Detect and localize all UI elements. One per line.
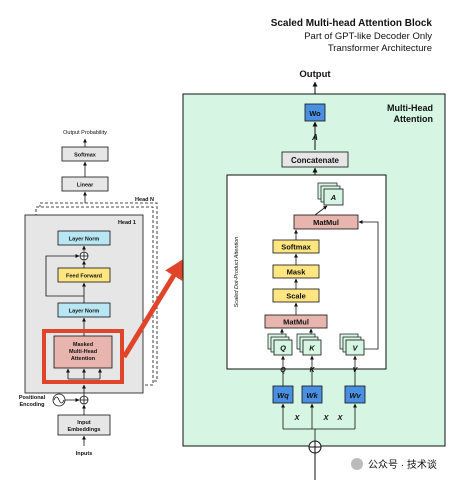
matmul-top-label: MatMul (313, 218, 339, 227)
input-embeddings-label-2: Embeddings (67, 427, 100, 433)
scale-box (272, 288, 320, 303)
wk-box (301, 385, 323, 404)
diagram-subtitle-2: Transformer Architecture (328, 43, 432, 54)
watermark-text: 公众号 · 技术谈 (368, 458, 437, 471)
a-box (323, 188, 344, 206)
wv-box (344, 385, 366, 404)
feed-forward-box (57, 267, 111, 283)
left-linear-box (61, 176, 109, 192)
wv-label: Wv (349, 391, 361, 400)
mask-label: Mask (287, 268, 307, 277)
q-box-label: Q (280, 344, 286, 353)
concatenate-box (281, 151, 349, 168)
input-embeddings-box (57, 414, 111, 436)
k-box (302, 339, 322, 356)
multihead-label-1: Multi-Head (387, 103, 433, 113)
wq-box (272, 385, 294, 404)
positional-label-1: Positional (19, 395, 46, 401)
masked-label-3: Attention (71, 356, 96, 362)
mask-box (272, 264, 320, 279)
v-box-label: V (352, 344, 358, 353)
output-probability-label: Output Probability (63, 130, 107, 136)
matmul-bottom-box (264, 314, 328, 329)
wechat-logo-icon (351, 458, 363, 470)
wq-label: Wq (277, 391, 289, 400)
positional-label-2: Encoding (19, 402, 44, 408)
q-box (273, 339, 293, 356)
wo-box (304, 103, 326, 122)
sdpa-softmax-label: Softmax (281, 243, 311, 252)
sdpa-softmax-box (272, 239, 320, 254)
a-output-label: A (311, 133, 318, 142)
masked-attention-box (53, 335, 113, 369)
x-label-1: X (293, 413, 300, 422)
layer-norm-bottom-label: Layer Norm (69, 309, 100, 315)
left-linear-label: Linear (77, 183, 94, 189)
input-embeddings-label-1: Input (77, 420, 91, 426)
x-label-2: X (322, 413, 329, 422)
wo-label: Wo (309, 109, 321, 118)
output-label: Output (299, 69, 331, 80)
k-box-label: K (309, 344, 315, 353)
masked-label-2: Multi-Head (69, 349, 97, 355)
layer-norm-bottom-box (57, 302, 111, 318)
x-label-3: X (336, 413, 343, 422)
layer-norm-top-label: Layer Norm (69, 237, 100, 243)
v-box (345, 339, 365, 356)
matmul-top-box (293, 214, 359, 230)
left-softmax-box (61, 146, 109, 162)
head-n-label: Head N (135, 197, 154, 203)
inputs-label: Inputs (76, 451, 93, 457)
sdpa-label: Scaled Dot-Product Attention (234, 237, 240, 308)
layer-norm-top-box (57, 230, 111, 246)
scale-label: Scale (286, 292, 306, 301)
zoom-arrow (121, 258, 185, 359)
matmul-bottom-label: MatMul (283, 318, 309, 327)
wk-label: Wk (306, 391, 318, 400)
masked-label-1: Masked (73, 342, 93, 348)
head-1-label: Head 1 (118, 220, 136, 226)
q-arrow-label: Q (280, 367, 286, 374)
diagram-subtitle-1: Part of GPT-like Decoder Only (304, 31, 432, 42)
k-arrow-label: K (309, 367, 315, 374)
v-arrow-label: V (353, 367, 359, 374)
multihead-label-2: Attention (394, 114, 434, 124)
feed-forward-label: Feed Forward (66, 274, 102, 280)
concatenate-label: Concatenate (291, 156, 340, 165)
a-box-label: A (330, 193, 336, 202)
diagram-title: Scaled Multi-head Attention Block (271, 18, 433, 29)
left-softmax-label: Softmax (74, 153, 97, 159)
highlight-frame (42, 329, 124, 384)
